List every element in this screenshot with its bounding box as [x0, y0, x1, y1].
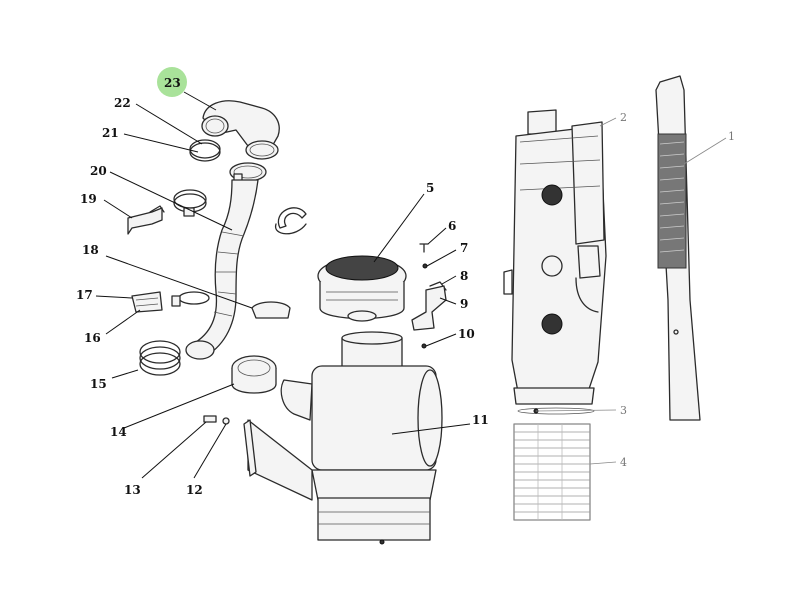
callout-21[interactable]: 21: [102, 126, 119, 140]
callout-15[interactable]: 15: [90, 377, 107, 391]
part-20-clamp[interactable]: [173, 189, 207, 217]
part-16-clamp[interactable]: [171, 291, 210, 307]
callout-13[interactable]: 13: [124, 483, 141, 497]
part-1-side-panel[interactable]: [655, 75, 701, 421]
callout-12[interactable]: 12: [186, 483, 203, 497]
callout-labels: 23 22 21 20 19 18 17 16 15 14 13 12 11 1…: [76, 76, 735, 497]
part-4-pleated-filter[interactable]: [513, 423, 591, 521]
part-10-nut[interactable]: [421, 343, 427, 349]
callout-7[interactable]: 7: [460, 241, 468, 255]
callout-6[interactable]: 6: [448, 219, 456, 233]
callout-9[interactable]: 9: [460, 297, 468, 311]
part-2-housing-shell[interactable]: [503, 109, 607, 405]
c-clip[interactable]: [275, 207, 307, 235]
part-21-hose-clamp[interactable]: [229, 162, 267, 185]
part-19-bracket[interactable]: [127, 205, 165, 235]
callout-14[interactable]: 14: [110, 425, 127, 439]
part-13-bolt[interactable]: [203, 415, 217, 423]
callout-4[interactable]: 4: [620, 456, 627, 469]
callout-17[interactable]: 17: [76, 288, 93, 302]
callout-3[interactable]: 3: [620, 404, 627, 417]
callout-8[interactable]: 8: [460, 269, 468, 283]
callout-23[interactable]: 23: [164, 76, 181, 90]
part-22-clamp[interactable]: [189, 139, 221, 162]
part-17-bracket[interactable]: [131, 291, 163, 313]
callout-2[interactable]: 2: [620, 111, 627, 124]
part-23-upper-elbow[interactable]: [201, 100, 280, 160]
part-11-air-cleaner-housing[interactable]: [243, 331, 443, 545]
callout-1[interactable]: 1: [728, 130, 735, 143]
callout-22[interactable]: 22: [114, 96, 131, 110]
part-15-hose-clamp[interactable]: [139, 340, 181, 376]
callout-10[interactable]: 10: [458, 327, 475, 341]
part-5-filter-element[interactable]: [317, 255, 407, 322]
callout-16[interactable]: 16: [84, 331, 101, 345]
callout-5[interactable]: 5: [426, 181, 434, 195]
callout-23-highlight: [157, 67, 187, 97]
part-6-screw[interactable]: [419, 243, 429, 253]
part-7-washer[interactable]: [422, 263, 428, 269]
part-12-nut[interactable]: [222, 417, 230, 425]
leader-lines: [95, 91, 727, 479]
callout-18[interactable]: 18: [82, 243, 99, 257]
callout-11[interactable]: 11: [472, 413, 489, 427]
callout-20[interactable]: 20: [90, 164, 107, 178]
part-9-bracket[interactable]: [411, 285, 447, 331]
part-20-intake-hose[interactable]: [185, 179, 259, 360]
part-18-clamp[interactable]: [251, 301, 291, 319]
callout-19[interactable]: 19: [80, 192, 97, 206]
part-14-connector[interactable]: [231, 355, 277, 394]
